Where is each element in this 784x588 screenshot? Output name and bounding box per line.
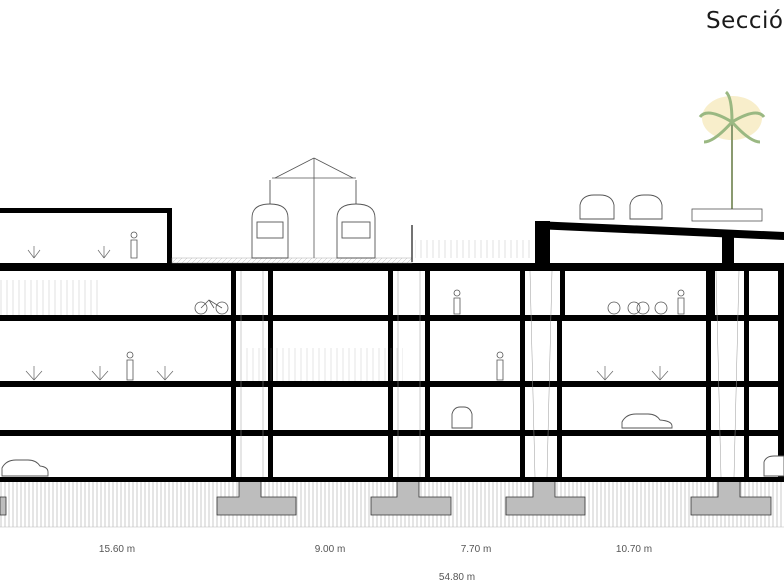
tram-icon <box>251 180 376 259</box>
section-title: Secció <box>706 8 784 34</box>
dimension-total: 54.80 m <box>438 572 476 583</box>
dimension-span-1: 15.60 m <box>98 544 136 555</box>
palm-tree-icon <box>691 90 766 222</box>
plant-icon <box>25 246 669 381</box>
upper-left-volume <box>0 208 172 264</box>
tram-deck <box>171 225 413 264</box>
dimension-span-2: 9.00 m <box>314 544 346 555</box>
bicycle-icon <box>194 299 668 315</box>
facade-screens <box>0 240 533 381</box>
right-plaza <box>535 221 784 321</box>
footings <box>0 480 772 516</box>
dimension-span-3: 7.70 m <box>460 544 492 555</box>
car-icon <box>1 194 784 477</box>
tram-catenary <box>272 157 356 258</box>
person-icon <box>126 231 685 381</box>
dimension-span-4: 10.70 m <box>615 544 653 555</box>
